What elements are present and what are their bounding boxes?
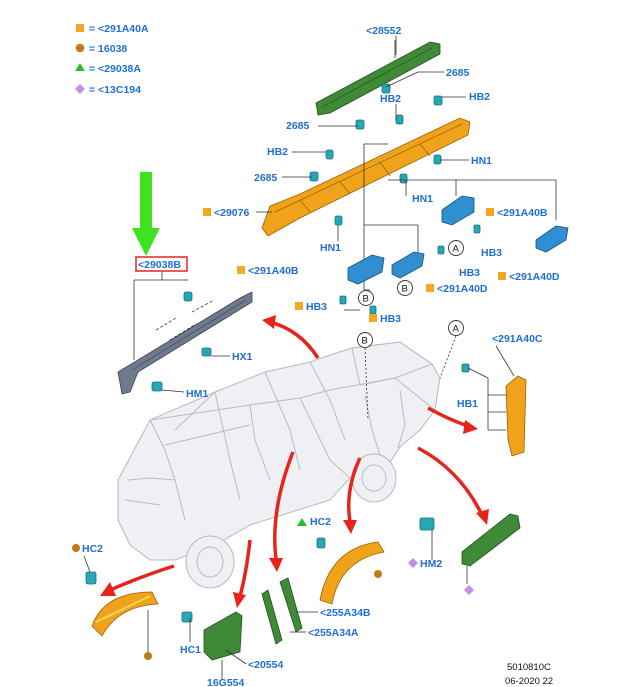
- svg-text:B: B: [402, 284, 408, 295]
- part-label: HN1: [320, 242, 341, 254]
- detail-marker-b: [397, 280, 413, 296]
- legend-violet-diamond-icon: [75, 84, 85, 94]
- arrowhead-icon: [343, 520, 357, 534]
- legend: = <291A40A = 16038 = <29038A = <13C194: [75, 23, 149, 96]
- violet-diamond-icon: [408, 558, 418, 568]
- green-triangle-icon: [297, 518, 307, 526]
- detail-marker-b: [357, 332, 373, 348]
- legend-green-triangle-icon: [75, 63, 85, 71]
- orange-square-icon: [203, 208, 211, 216]
- diagram-reference: 5010810C: [507, 662, 551, 673]
- orange-square-icon: [426, 284, 434, 292]
- part-label: HB2: [380, 93, 401, 105]
- svg-text:B: B: [362, 336, 368, 347]
- part-label: HM1: [186, 388, 208, 400]
- front-wheel-flare-part: [72, 544, 159, 660]
- bed-moulding-part: [261, 117, 471, 237]
- svg-text:A: A: [453, 324, 460, 335]
- part-label: <29076: [214, 207, 249, 219]
- part-label: HM2: [420, 558, 442, 570]
- brown-circle-icon: [374, 570, 382, 578]
- front-wheel-moulding-part: [181, 611, 247, 680]
- svg-text:B: B: [363, 294, 369, 305]
- highlighted-part-label: <29038B: [138, 259, 181, 271]
- blue-brackets: [339, 195, 569, 315]
- violet-diamond-icon: [464, 585, 474, 595]
- brown-circle-icon: [144, 652, 152, 660]
- orange-square-icon: [237, 266, 245, 274]
- truck-illustration: [117, 341, 441, 589]
- arrowhead-icon: [100, 582, 116, 596]
- brown-circle-icon: [72, 544, 80, 552]
- part-label: HN1: [412, 193, 433, 205]
- part-label: <255A34A: [308, 627, 359, 639]
- red-arrow-rear-moulding: [417, 446, 484, 516]
- part-label: <291A40D: [437, 283, 488, 295]
- red-arrow-front-flare: [109, 564, 175, 592]
- part-label: 2685: [254, 172, 278, 184]
- part-label: <20554: [248, 659, 283, 671]
- arrowhead-icon: [262, 315, 276, 329]
- rear-wheel-flare-part: [297, 518, 385, 605]
- legend-entry-text: = <13C194: [89, 84, 141, 96]
- green-callout-arrow: [132, 172, 160, 256]
- part-label: <291A40B: [248, 265, 299, 277]
- part-label: HX1: [232, 351, 253, 363]
- part-label: <291A40B: [497, 207, 548, 219]
- part-label: <255A34B: [320, 607, 371, 619]
- legend-entry-text: = <291A40A: [89, 23, 149, 35]
- arrowhead-icon: [233, 592, 246, 608]
- detail-marker-b: [358, 290, 374, 306]
- legend-brown-circle-icon: [75, 43, 85, 53]
- red-arrow-tailgate: [427, 406, 469, 428]
- legend-orange-square-icon: [76, 24, 84, 32]
- part-label: HB1: [457, 398, 478, 410]
- arrowhead-icon: [476, 509, 489, 525]
- rear-wheel-moulding-part: [408, 513, 521, 595]
- detail-marker-a: [448, 240, 464, 256]
- orange-square-icon: [486, 208, 494, 216]
- highlight-box: [135, 256, 188, 272]
- part-label: HB2: [469, 91, 490, 103]
- red-arrow-rocker: [273, 451, 295, 561]
- part-label: HB3: [380, 313, 401, 325]
- part-labels: <28552 2685 HB2 HB2 2685 HB2 HN1 2685 HN…: [82, 25, 560, 687]
- arrowhead-icon: [269, 558, 283, 572]
- part-label: 2685: [286, 120, 310, 132]
- diagram-footer: 5010810C 06-2020 22: [505, 662, 553, 687]
- part-label: 16G554: [207, 677, 245, 687]
- part-label: HC1: [180, 644, 201, 656]
- roof-rail-part: [315, 40, 441, 116]
- part-label: <291A40C: [492, 333, 543, 345]
- legend-entry-text: = <29038A: [89, 63, 141, 75]
- arrowhead-icon: [463, 420, 478, 434]
- moulding-clips: [309, 83, 443, 226]
- part-label: <28552: [366, 25, 401, 37]
- part-label: HB2: [267, 146, 288, 158]
- red-arrows: [100, 315, 489, 608]
- svg-text:A: A: [453, 244, 460, 255]
- part-label: HN1: [471, 155, 492, 167]
- orange-square-icon: [498, 272, 506, 280]
- orange-square-icon: [295, 302, 303, 310]
- part-label: HC2: [310, 516, 331, 528]
- detail-markers: A B B A B: [357, 240, 464, 421]
- red-arrow-rear-flare: [347, 457, 362, 523]
- part-label: HB3: [306, 301, 327, 313]
- tailgate-cap-part: [461, 345, 527, 457]
- red-arrow-roof-rail: [269, 320, 320, 359]
- part-label: 2685: [446, 67, 470, 79]
- legend-entry-text: = 16038: [89, 43, 127, 55]
- rocker-moulding-part: [261, 577, 318, 645]
- diagram-date: 06-2020 22: [505, 676, 553, 687]
- part-label: <291A40D: [509, 271, 560, 283]
- part-label: HB3: [481, 247, 502, 259]
- red-arrow-front-moulding: [238, 539, 252, 597]
- part-label: HB3: [459, 267, 480, 279]
- part-label: HC2: [82, 543, 103, 555]
- roof-side-rail-part: [117, 256, 253, 395]
- orange-square-icon: [369, 314, 377, 322]
- detail-marker-a: [448, 320, 464, 336]
